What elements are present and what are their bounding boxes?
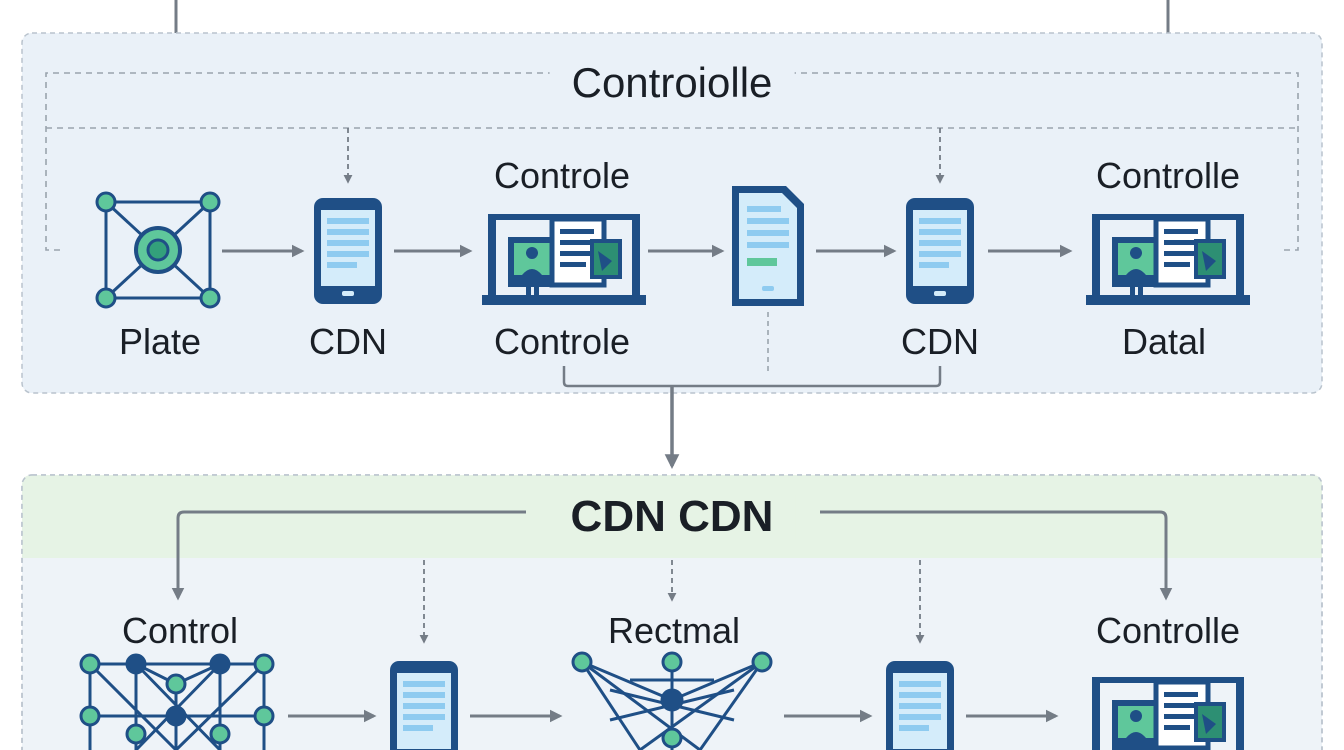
node-label-datal: Datal [1121, 321, 1207, 362]
node-label-cdn: CDN [309, 321, 387, 362]
merge-bracket [562, 312, 942, 469]
tablet-icon [906, 198, 974, 304]
bottom-distribution-arrows [171, 510, 1173, 644]
tablet-icon [390, 661, 458, 750]
neural-network-icon [79, 653, 275, 750]
bottom-panel-title: CDN CDN [548, 495, 796, 539]
bottom-panel [21, 474, 1323, 750]
node-label-cdn-2: CDN [901, 321, 979, 362]
node-label-controle: Controle [493, 321, 631, 362]
header-label-rectmal: Rectmal [607, 610, 741, 651]
node-label-plate: Plate [118, 321, 202, 362]
top-panel-title: Controiolle [549, 62, 795, 104]
header-label-controlle-bottom: Controlle [1095, 610, 1241, 651]
header-label-controlle: Controlle [1095, 155, 1241, 196]
document-icon [732, 186, 804, 306]
mesh-network-icon [571, 651, 773, 750]
header-label-controle: Controle [493, 155, 631, 196]
network-square-icon [95, 191, 221, 309]
tablet-icon [314, 198, 382, 304]
header-label-control: Control [121, 610, 239, 651]
tablet-icon [886, 661, 954, 750]
